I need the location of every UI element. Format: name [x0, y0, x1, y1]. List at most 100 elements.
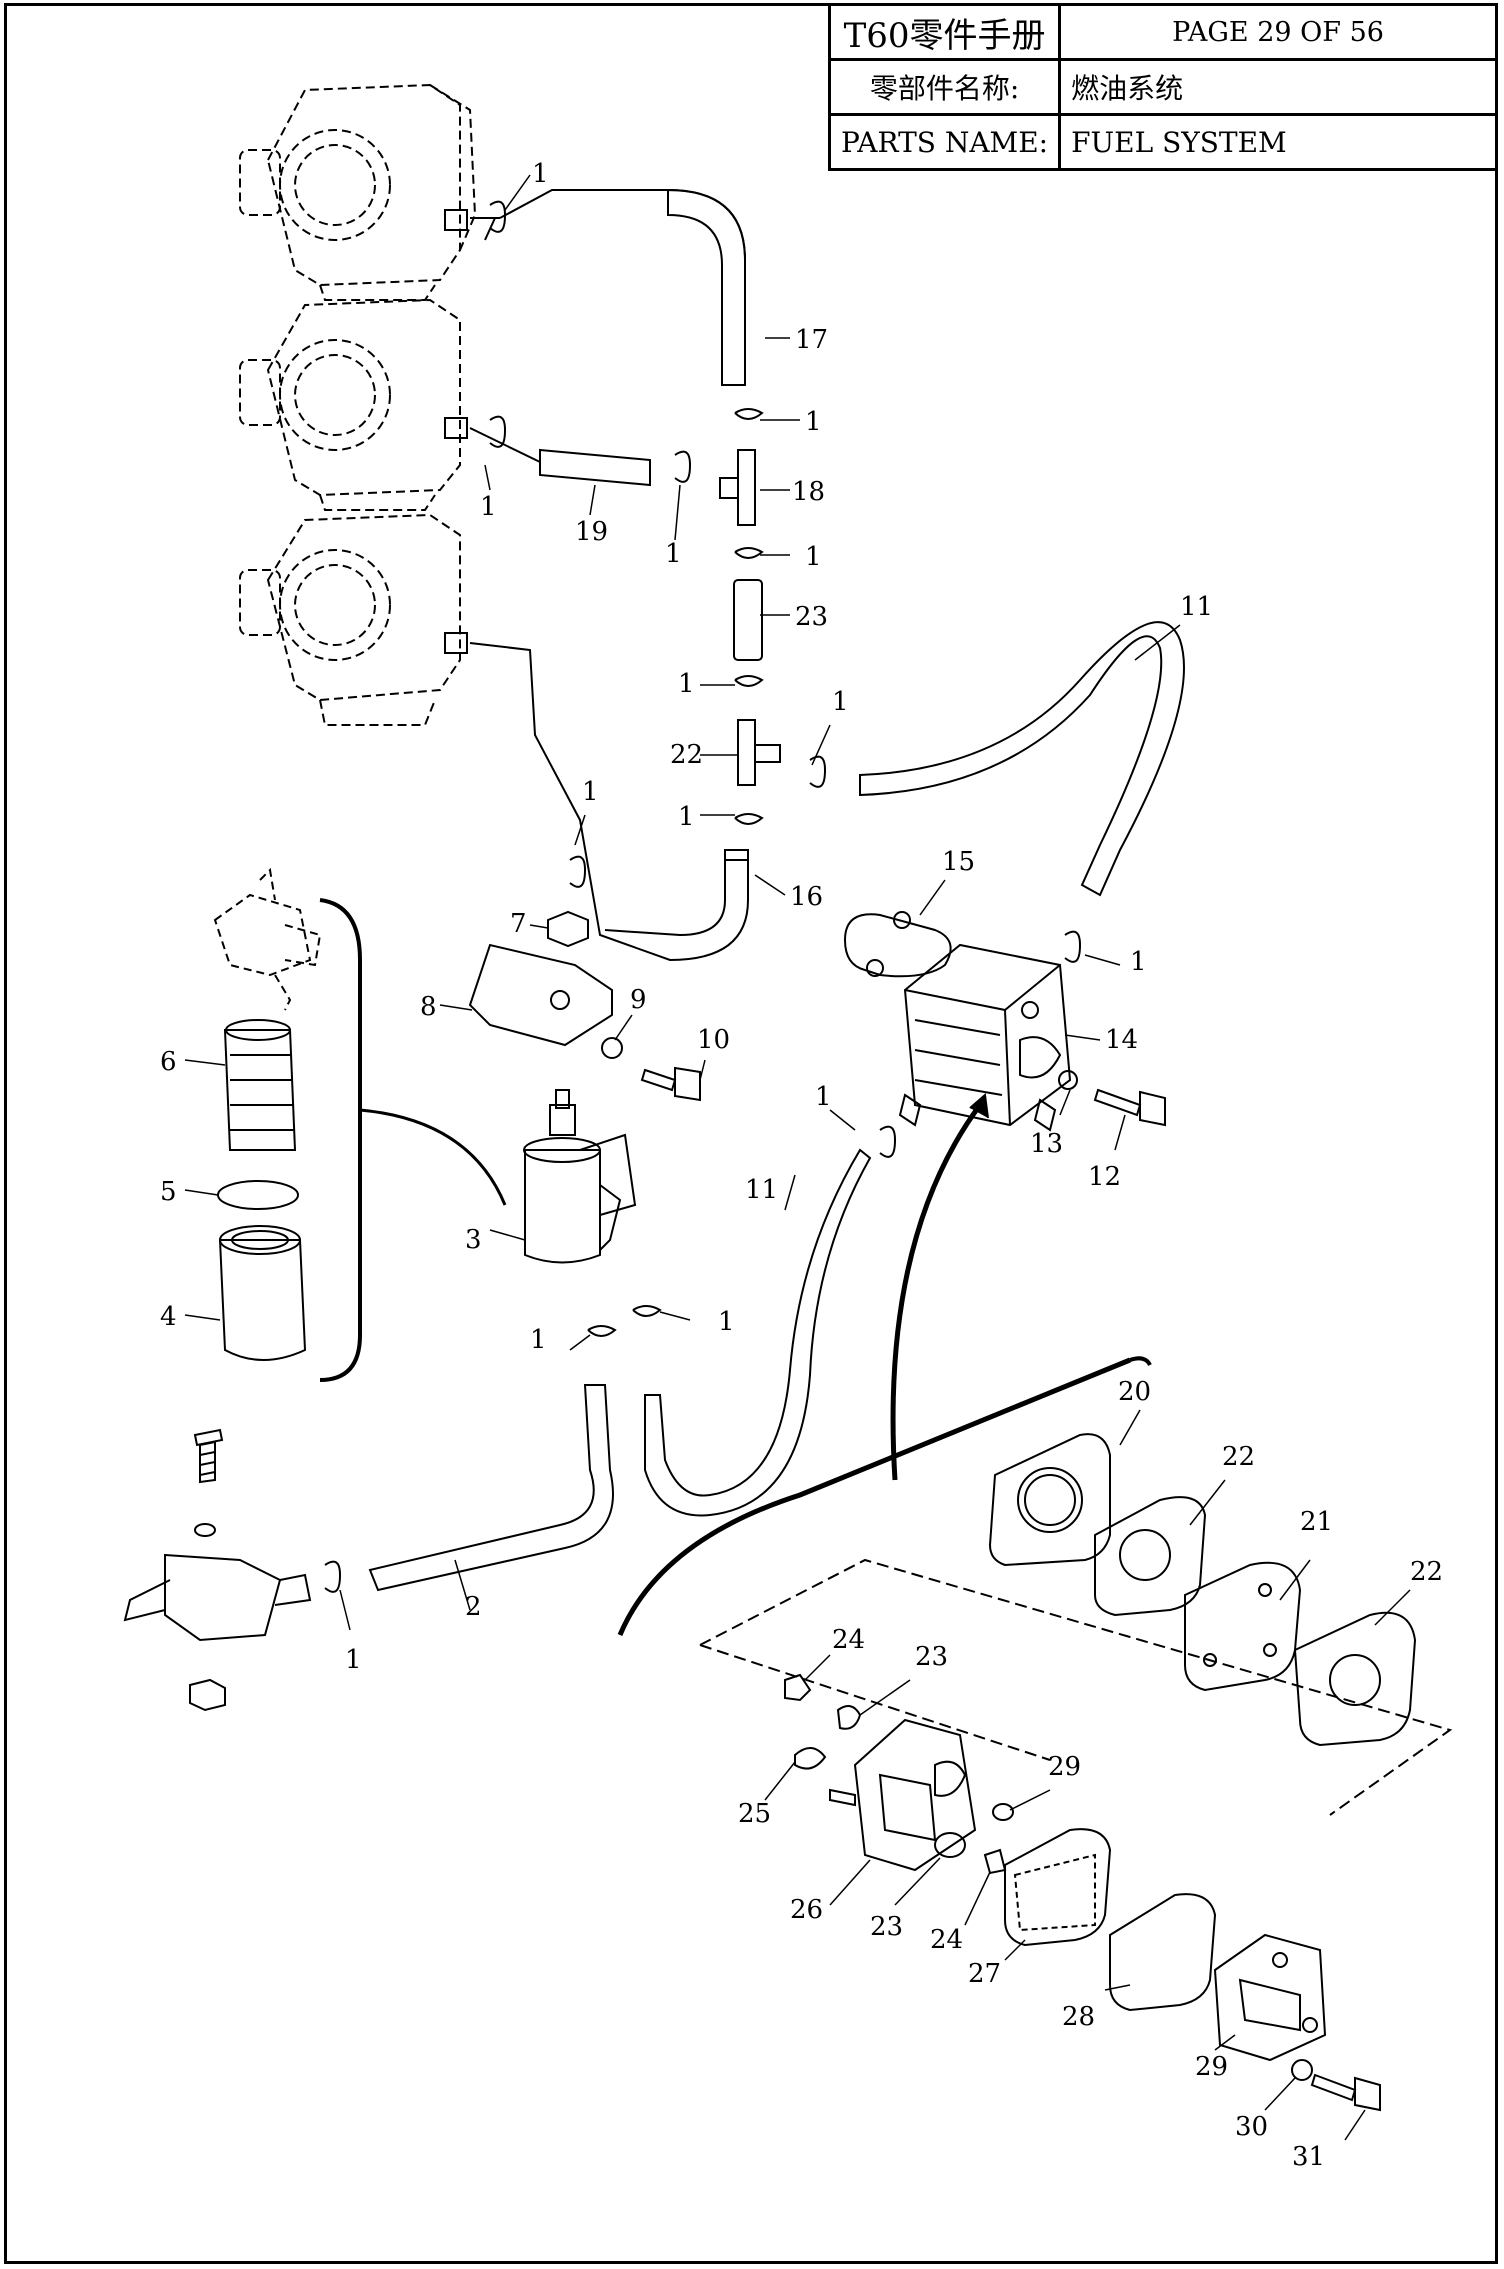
callout-4: 4 [160, 1302, 177, 1332]
carburetor-bottom [239, 513, 461, 726]
callout-1: 1 [1130, 947, 1147, 977]
callout-20: 20 [1118, 1377, 1151, 1407]
callout-1: 1 [805, 542, 822, 572]
callout-27: 27 [968, 1959, 1001, 1989]
hose-17 [667, 188, 746, 386]
callout-22: 22 [670, 740, 703, 770]
callout-23: 23 [795, 602, 828, 632]
bolt-10 [640, 1066, 701, 1102]
callout-28: 28 [1062, 2002, 1095, 2032]
carburetor-top [239, 83, 477, 301]
part-name-label-cn: 零部件名称: [827, 58, 1062, 116]
diaphragm-21 [1184, 1561, 1302, 1692]
hose-11-lower [644, 1148, 872, 1517]
title-block: T60零件手册 PAGE 29 OF 56 零部件名称: 燃油系统 PARTS … [827, 3, 1498, 171]
fuel-filter-3 [523, 1089, 637, 1264]
callout-25: 25 [738, 1799, 771, 1829]
callout-1: 1 [678, 802, 695, 832]
tee-fitting-18 [719, 449, 756, 526]
callout-16: 16 [790, 882, 823, 912]
washer-30 [1291, 2059, 1313, 2081]
screw-31 [1310, 2073, 1381, 2112]
manual-title: T60零件手册 [827, 3, 1062, 61]
bolt-12 [1093, 1088, 1166, 1127]
hose-2 [368, 1384, 614, 1592]
callout-5: 5 [160, 1177, 177, 1207]
part-name-value-cn: 燃油系统 [1058, 58, 1498, 116]
washer-13 [1058, 1070, 1078, 1090]
part-name-label-en: PARTS NAME: [827, 113, 1062, 171]
callout-1: 1 [345, 1645, 362, 1675]
gasket-22-lower [1293, 1611, 1417, 1747]
detail-bracket [319, 898, 362, 1382]
callout-1: 1 [530, 1325, 547, 1355]
carb-top-nipple [444, 209, 468, 231]
callout-30: 30 [1235, 2112, 1268, 2142]
check-valve-23-lower [934, 1832, 966, 1858]
callout-2: 2 [465, 1592, 482, 1622]
o-ring-5 [217, 1180, 299, 1210]
tee-fitting-22 [737, 719, 781, 786]
hose-clamps [324, 200, 1082, 1593]
callout-29: 29 [1048, 1752, 1081, 1782]
fuel-pump-14 [898, 943, 1072, 1132]
callout-18: 18 [792, 477, 825, 507]
hose-16 [469, 642, 749, 962]
callout-11: 11 [1180, 592, 1213, 622]
callout-7: 7 [510, 909, 527, 939]
exploded-view-leader [617, 1357, 1131, 1636]
pump-body-26 [829, 1718, 977, 1872]
washer-29-upper [992, 1803, 1014, 1821]
callout-10: 10 [697, 1025, 730, 1055]
callout-24: 24 [832, 1625, 865, 1655]
callout-1: 1 [532, 159, 549, 189]
part-name-value-en: FUEL SYSTEM [1058, 113, 1498, 171]
callout-13: 13 [1030, 1129, 1063, 1159]
callout-15: 15 [942, 847, 975, 877]
callout-21: 21 [1300, 1507, 1333, 1537]
callout-23: 23 [870, 1912, 903, 1942]
screw-24-upper [784, 1673, 812, 1702]
assembly-arrow [890, 1103, 983, 1481]
callout-11: 11 [745, 1175, 778, 1205]
callout-9: 9 [630, 985, 647, 1015]
callout-29: 29 [1195, 2052, 1228, 2082]
callout-1: 1 [718, 1307, 735, 1337]
gasket-22-upper [1094, 1496, 1207, 1617]
callout-24: 24 [930, 1925, 963, 1955]
callout-1: 1 [480, 492, 497, 522]
callout-19: 19 [575, 517, 608, 547]
exploded-group-boundary [699, 1558, 1453, 1816]
washer-9 [601, 1037, 623, 1059]
callout-3: 3 [465, 1225, 482, 1255]
nut-7 [547, 910, 589, 948]
callout-23: 23 [915, 1642, 948, 1672]
callout-1: 1 [582, 777, 599, 807]
callout-1: 1 [805, 407, 822, 437]
plug-25 [794, 1747, 827, 1770]
page-indicator: PAGE 29 OF 56 [1058, 3, 1498, 61]
callout-12: 12 [1088, 1162, 1121, 1192]
hose-23 [733, 579, 763, 661]
filter-head-detail [213, 867, 322, 1011]
diaphragm-28 [1109, 1893, 1217, 2012]
callout-22: 22 [1222, 1442, 1255, 1472]
carb-bottom-nipple [444, 632, 468, 654]
filter-element-6 [223, 1019, 297, 1151]
callout-26: 26 [790, 1895, 823, 1925]
callout-1: 1 [815, 1082, 832, 1112]
carburetor-middle [239, 298, 461, 511]
leader-lines [184, 174, 1411, 2141]
callout-8: 8 [420, 992, 437, 1022]
cover-20 [988, 1433, 1111, 1567]
callout-31: 31 [1292, 2142, 1325, 2172]
filter-cup-4 [218, 1225, 307, 1361]
callout-22: 22 [1410, 1557, 1443, 1587]
callout-6: 6 [160, 1047, 177, 1077]
check-valve-23-upper [836, 1705, 862, 1730]
pump-cover-29 [1213, 1933, 1327, 2062]
callout-1: 1 [678, 669, 695, 699]
callout-1: 1 [832, 687, 849, 717]
fuel-connector [123, 1428, 312, 1712]
gasket-27 [1004, 1828, 1112, 1947]
